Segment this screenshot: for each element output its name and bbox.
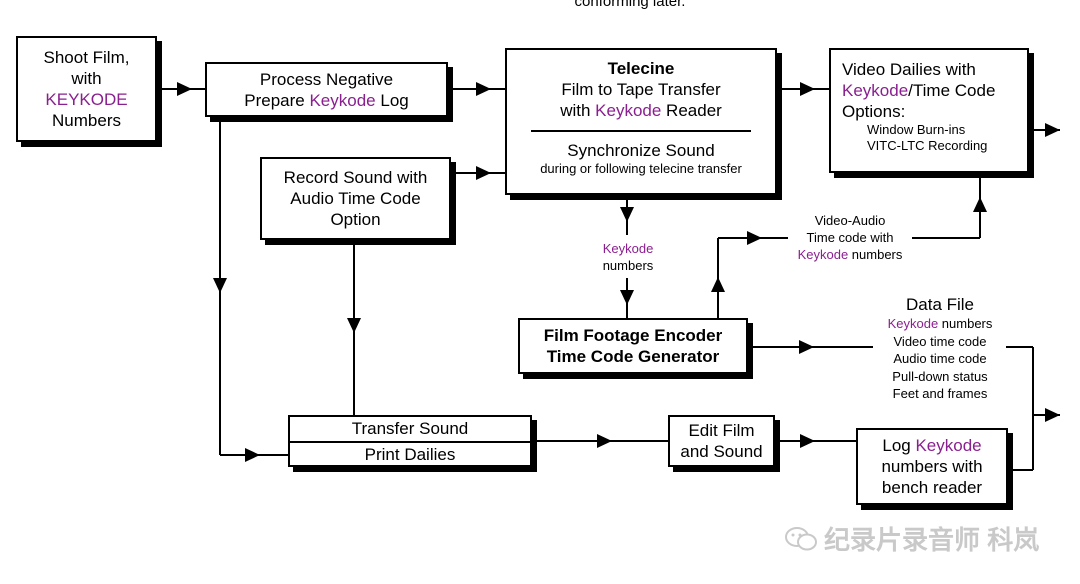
va-line2: Time code with (806, 230, 894, 245)
encoder-line1: Film Footage Encoder (543, 326, 723, 345)
box-shoot-film: Shoot Film, with KEYKODE Numbers (16, 36, 157, 142)
datafile-title: Data File (905, 295, 975, 314)
transfer-sound: Transfer Sound (290, 416, 530, 443)
dailies-line2-post: /Time Code (908, 81, 996, 100)
dailies-line2: Keykode/Time Code (842, 80, 995, 101)
watermark: 纪录片录音师 科岚 (784, 520, 1039, 557)
dailies-opt2: VITC-LTC Recording (867, 138, 988, 153)
log-line2: numbers with (881, 457, 983, 476)
va-line1: Video-Audio (814, 213, 886, 228)
watermark-text: 纪录片录音师 科岚 (824, 525, 1040, 555)
box-film-footage-encoder: Film Footage Encoder Time Code Generator (518, 318, 748, 374)
log-line3: bench reader (881, 478, 983, 497)
process-keykode: Keykode (309, 90, 376, 110)
box-telecine: Telecine Film to Tape Transfer with Keyk… (505, 48, 777, 195)
shoot-line1: Shoot Film, (43, 48, 130, 67)
telecine-title: Telecine (607, 59, 675, 78)
shoot-line4: Numbers (52, 111, 121, 130)
label-data-file: Data File Keykode numbers Video time cod… (867, 294, 1013, 403)
datafile-line1-post: numbers (938, 316, 993, 331)
log-line1: Log Keykode (882, 435, 981, 456)
label-keykode-numbers: Keykode numbers (592, 240, 664, 274)
datafile-line3: Audio time code (893, 351, 987, 366)
sound-line1: Record Sound with (283, 168, 428, 187)
label-numbers: numbers (602, 258, 654, 273)
sound-line3: Option (330, 210, 381, 229)
telecine-line2: with Keykode Reader (560, 100, 722, 121)
dailies-opt1: Window Burn-ins (867, 122, 966, 137)
box-record-sound: Record Sound with Audio Time Code Option (260, 157, 451, 240)
print-dailies: Print Dailies (364, 445, 456, 464)
datafile-keykode: Keykode (887, 316, 939, 331)
label-keykode: Keykode (602, 241, 654, 256)
datafile-line2: Video time code (893, 333, 987, 349)
telecine-divider (531, 130, 751, 132)
telecine-line2-post: Reader (661, 101, 722, 120)
telecine-line1: Film to Tape Transfer (561, 80, 721, 99)
telecine-sync: Synchronize Sound (567, 141, 715, 160)
sound-line2: Audio Time Code (290, 189, 421, 208)
label-video-audio: Video-Audio Time code with Keykode numbe… (780, 212, 920, 263)
log-line1-pre: Log (882, 436, 916, 455)
box-video-dailies: Video Dailies with Keykode/Time Code Opt… (829, 48, 1029, 173)
telecine-sync-sub: during or following telecine transfer (540, 161, 742, 176)
va-line3: Keykode numbers (780, 246, 920, 263)
va-keykode: Keykode (797, 247, 849, 262)
caption-fragment: conforming later. (574, 0, 686, 10)
telecine-line2-pre: with (560, 101, 596, 120)
log-keykode: Keykode (915, 436, 982, 455)
box-process-negative: Process Negative Prepare Keykode Log (205, 62, 448, 117)
datafile-line1: Keykode numbers (867, 315, 1013, 333)
dailies-keykode: Keykode (842, 81, 909, 100)
shoot-keykode: KEYKODE (45, 90, 128, 109)
process-line1: Process Negative (259, 69, 394, 89)
process-line2-post: Log (375, 90, 409, 110)
box-log-keykode: Log Keykode numbers with bench reader (856, 428, 1008, 505)
box-transfer-print: Transfer Sound Print Dailies (288, 415, 532, 467)
edit-line2: and Sound (680, 442, 763, 461)
telecine-keykode: Keykode (595, 101, 662, 120)
box-edit-film: Edit Film and Sound (668, 415, 775, 467)
wechat-icon (785, 526, 817, 550)
shoot-line2: with (71, 69, 102, 88)
encoder-line2: Time Code Generator (546, 347, 720, 366)
dailies-line3: Options: (842, 102, 906, 121)
process-line2-pre: Prepare (244, 90, 310, 110)
dailies-line1: Video Dailies with (842, 60, 976, 79)
datafile-line4: Pull-down status (892, 368, 988, 384)
datafile-line5: Feet and frames (892, 386, 988, 401)
va-line3-post: numbers (848, 247, 903, 262)
process-line2: Prepare Keykode Log (244, 90, 408, 111)
edit-line1: Edit Film (688, 421, 755, 440)
